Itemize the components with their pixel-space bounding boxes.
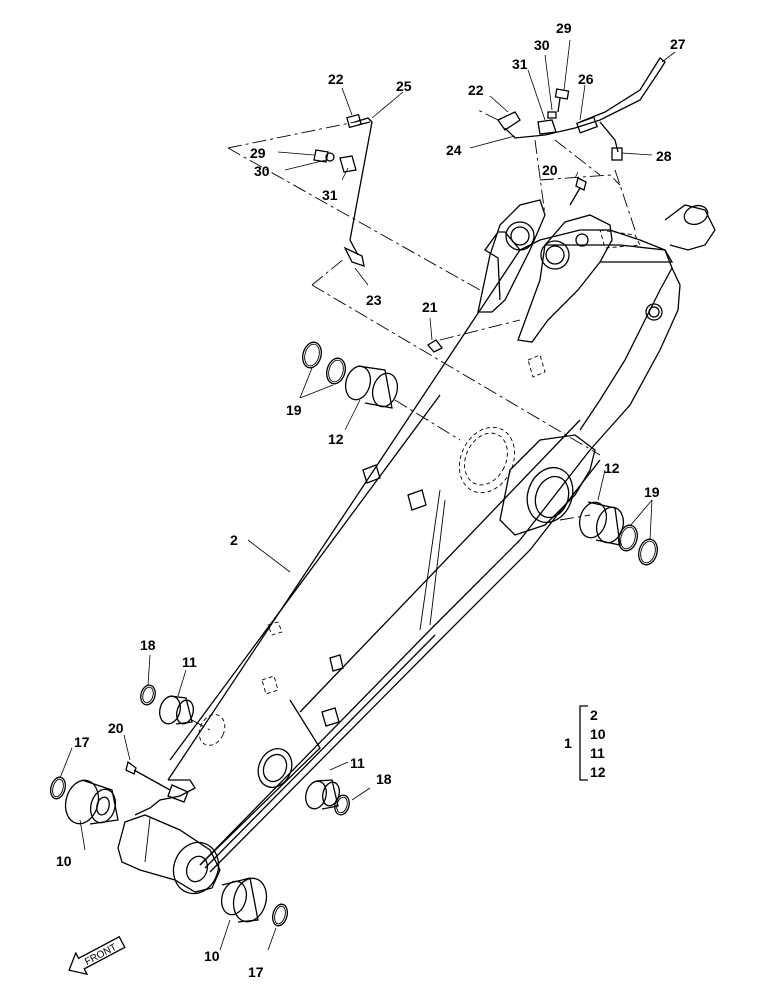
callout-12: 12 [604, 460, 620, 476]
o-rings [50, 341, 658, 927]
callout-21: 21 [422, 299, 438, 315]
callout-18: 18 [140, 637, 156, 653]
callout-30: 30 [254, 163, 270, 179]
callout-22: 22 [328, 71, 344, 87]
callout-28: 28 [656, 148, 672, 164]
callout-23: 23 [366, 292, 382, 308]
callout-19: 19 [286, 402, 302, 418]
callout-17: 17 [74, 734, 90, 750]
callout-25: 25 [396, 78, 412, 94]
kit-component: 12 [590, 764, 606, 780]
callout-26: 26 [578, 71, 594, 87]
alignment-lines [191, 109, 636, 731]
callout-27: 27 [670, 36, 686, 52]
bushing-10-left [64, 779, 119, 825]
callout-19: 19 [644, 484, 660, 500]
callout-12: 12 [328, 431, 344, 447]
bushing-12-right [578, 501, 625, 546]
callout-11: 11 [350, 755, 365, 771]
callout-22: 22 [468, 82, 484, 98]
callout-29: 29 [250, 145, 266, 161]
bushing-11-lower [305, 779, 340, 810]
bushing-11-upper [159, 695, 194, 725]
leader-lines [59, 39, 676, 951]
bushing-10-right [220, 877, 268, 923]
callout-24: 24 [446, 142, 462, 158]
callout-30: 30 [534, 37, 550, 53]
grease-lines [313, 57, 666, 267]
callout-labels: 2 10 10 11 11 12 12 17 17 18 18 19 19 20… [56, 20, 686, 980]
callout-20: 20 [542, 162, 558, 178]
callout-20: 20 [108, 720, 124, 736]
kit-assembly-number: 1 [564, 735, 572, 751]
bucket-pin-boss [117, 814, 221, 895]
callout-18: 18 [376, 771, 392, 787]
callout-10: 10 [56, 853, 72, 869]
bushing-12-left [344, 365, 399, 409]
kit-component: 10 [590, 726, 606, 742]
callout-10: 10 [204, 948, 220, 964]
callout-11: 11 [182, 654, 197, 670]
callout-2: 2 [230, 532, 238, 548]
grease-fittings [125, 177, 587, 803]
assembly-kit-bracket: 1 2 10 11 12 [564, 705, 606, 781]
callout-31: 31 [512, 56, 528, 72]
kit-component: 2 [590, 707, 598, 723]
kit-component: 11 [590, 745, 605, 761]
front-direction-arrow: FRONT [68, 935, 126, 976]
arm-body [134, 199, 716, 873]
callout-29: 29 [556, 20, 572, 36]
callout-31: 31 [322, 187, 338, 203]
callout-17: 17 [248, 964, 264, 980]
